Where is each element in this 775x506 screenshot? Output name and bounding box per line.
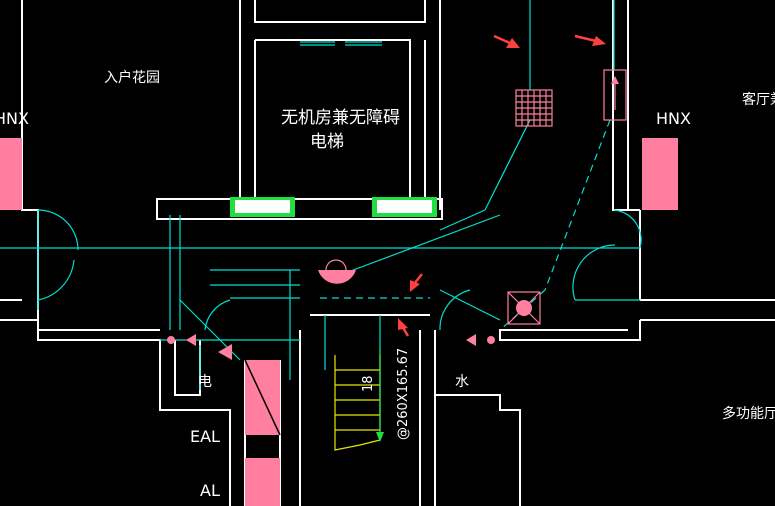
entrance-garden-label: 入户花园 [104,69,160,86]
hnx-label-right: HNX [656,109,691,128]
eal-label: EAL [190,427,220,446]
light-fixture-icon [318,270,356,284]
cyan-lines [0,0,642,430]
elevator-label-line2: 电梯 [310,132,344,152]
stair [334,350,384,451]
stair-count-label: 18 [361,375,376,392]
hnx-panel-left [0,138,22,210]
text-labels: 入户花园 无机房兼无障碍 电梯 HNX HNX 客厅兼餐 多功能厅 电 水 EA… [0,69,775,500]
water-room-label: 水 [455,374,469,390]
hydrant-box-icon [603,69,627,121]
devices [167,69,627,360]
al-panel [245,458,280,506]
multi-hall-label: 多功能厅 [722,405,775,422]
stair-dimension-label: @260X165.67 [396,348,411,440]
electric-room-label: 电 [198,374,212,390]
equipment-blocks [0,138,678,506]
al-label: AL [200,481,220,500]
elevator-label-line1: 无机房兼无障碍 [281,108,400,128]
living-room-label: 客厅兼餐 [742,91,775,108]
hnx-panel-right [642,138,678,210]
flow-arrows [398,34,606,337]
hnx-label-left: HNX [0,109,29,128]
fan-box-icon [507,291,541,325]
